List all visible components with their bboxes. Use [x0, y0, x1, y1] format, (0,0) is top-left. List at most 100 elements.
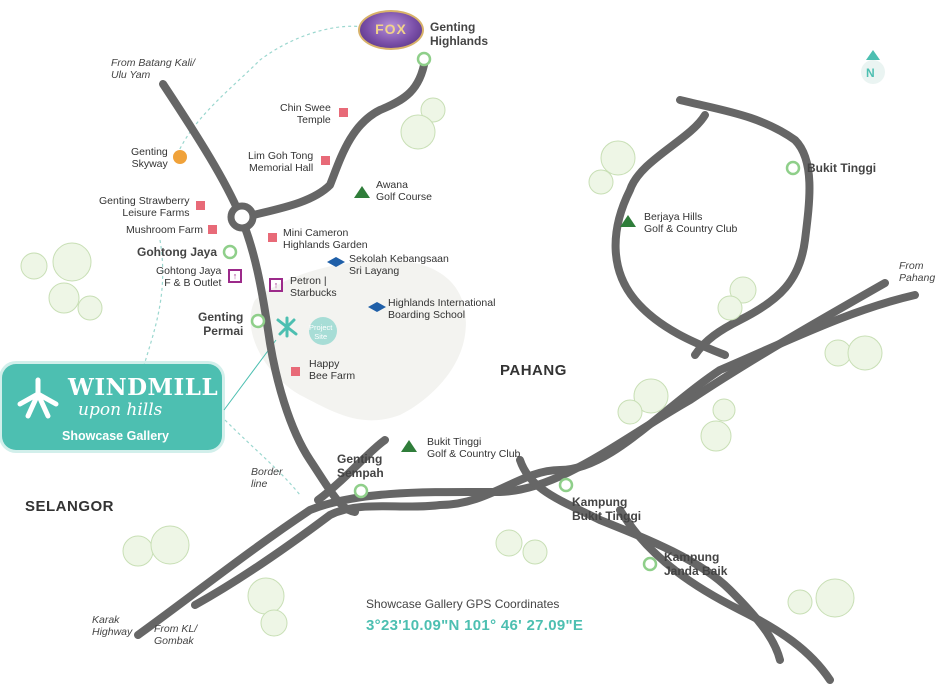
road-batang-kali [159, 80, 359, 516]
airplane-icon [276, 316, 298, 338]
marker-bukit-tinggi [785, 160, 801, 176]
tree [815, 578, 855, 618]
marker-kampung-bukit-tinggi [558, 477, 574, 493]
town-markers [222, 51, 801, 572]
compass-bg [861, 60, 885, 84]
golf-icon [620, 215, 636, 227]
school-icons [327, 257, 386, 312]
tree [700, 420, 732, 452]
project-zone [250, 260, 466, 421]
roads [134, 56, 919, 684]
project-site-marker [309, 317, 337, 345]
tree [420, 97, 446, 123]
marker-kampung-janda-baik [642, 556, 658, 572]
callout-title: WINDMILL [68, 374, 219, 401]
tree [77, 295, 103, 321]
marker-genting-permai [250, 313, 266, 329]
tree [588, 169, 614, 195]
callout-subtitle: upon hills [78, 400, 163, 420]
golf-icon [354, 186, 370, 198]
road-bukit-tinggi-loop-east [676, 96, 814, 359]
windmill-logo-icon [17, 377, 59, 419]
tree [260, 609, 288, 637]
road-janda-baik-south [616, 506, 834, 684]
road-label-batang-kali: From Batang Kali/Ulu Yam [111, 57, 196, 81]
tree [600, 140, 636, 176]
region-selangor: SELANGOR [25, 498, 115, 515]
callout-gallery-label: Showcase Gallery [62, 429, 170, 443]
gps-coordinates: 3°23'10.09"N 101° 46' 27.09"E [366, 617, 584, 634]
tree [617, 399, 643, 425]
tree [522, 539, 548, 565]
gps-title: Showcase Gallery GPS Coordinates [366, 597, 560, 611]
showcase-gallery-callout[interactable]: WINDMILL upon hills Showcase Gallery [2, 364, 222, 450]
road-genting-highlands [238, 56, 429, 222]
tree [122, 535, 154, 567]
attraction-pin [321, 156, 330, 165]
marker-gohtong-jaya [222, 244, 238, 260]
attraction-pin [208, 225, 217, 234]
trees [20, 97, 883, 637]
attraction-pin [339, 108, 348, 117]
border-line-south [224, 419, 301, 496]
marker-genting-sempah [353, 483, 369, 499]
tree [400, 114, 436, 150]
town-bukit-tinggi: Bukit Tinggi [807, 161, 877, 175]
tree [495, 529, 523, 557]
tree [150, 525, 190, 565]
tree [712, 398, 736, 422]
place-mushroom: Mushroom Farm [126, 224, 204, 236]
road-label-from-kl: From KL/Gombak [154, 623, 198, 647]
town-gohtong-jaya: Gohtong Jaya [137, 245, 218, 259]
attraction-pin [268, 233, 277, 242]
border-line-west [139, 239, 164, 381]
border-line-north [174, 25, 376, 161]
tree [824, 339, 852, 367]
tree [247, 577, 285, 615]
place-petron: Petron |Starbucks [290, 275, 337, 299]
tree [717, 295, 743, 321]
school-icon [327, 257, 345, 267]
golf-icons [354, 186, 636, 452]
roundabout [227, 202, 257, 232]
fox-world-text: FOX [375, 21, 407, 37]
compass-north: N [866, 66, 875, 80]
attraction-pin [196, 201, 205, 210]
fnb-icon: ↑ [228, 269, 242, 283]
fox-world-logo: FOX [358, 10, 424, 50]
road-link [314, 436, 389, 504]
skyway-icon [173, 150, 187, 164]
tree [787, 589, 813, 615]
road-bukit-tinggi-loop-west [611, 111, 729, 359]
region-pahang: PAHANG [500, 362, 567, 379]
tree [847, 335, 883, 371]
marker-genting-highlands [416, 51, 432, 67]
compass-arrow-icon [866, 50, 880, 60]
tree [633, 378, 669, 414]
attraction-pin [291, 367, 300, 376]
golf-icon [401, 440, 417, 452]
tree [52, 242, 92, 282]
